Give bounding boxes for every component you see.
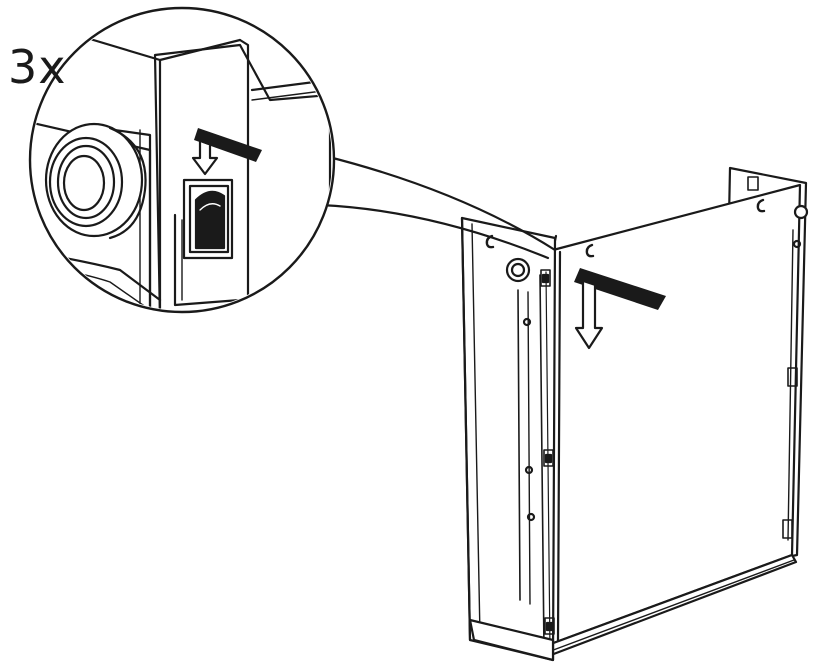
magnifier-callout	[28, 6, 557, 314]
hook-mark	[585, 243, 595, 258]
hole	[522, 317, 532, 327]
clip-slot-middle	[543, 449, 554, 467]
peg-large	[505, 257, 531, 283]
arrow-down-icon	[191, 128, 262, 176]
hole	[524, 465, 534, 475]
clip-slot-zoomed	[182, 178, 234, 260]
clip-slot-bottom	[544, 617, 555, 635]
clip-slot-top	[540, 269, 551, 287]
push-arrow-icon	[574, 268, 666, 350]
cabinet-frame	[460, 166, 809, 662]
hook-mark	[756, 198, 766, 213]
quantity-label: 3x	[8, 40, 67, 94]
clip-slot-right-top	[747, 176, 759, 191]
hole	[526, 512, 536, 522]
peg-zoomed	[44, 122, 147, 240]
